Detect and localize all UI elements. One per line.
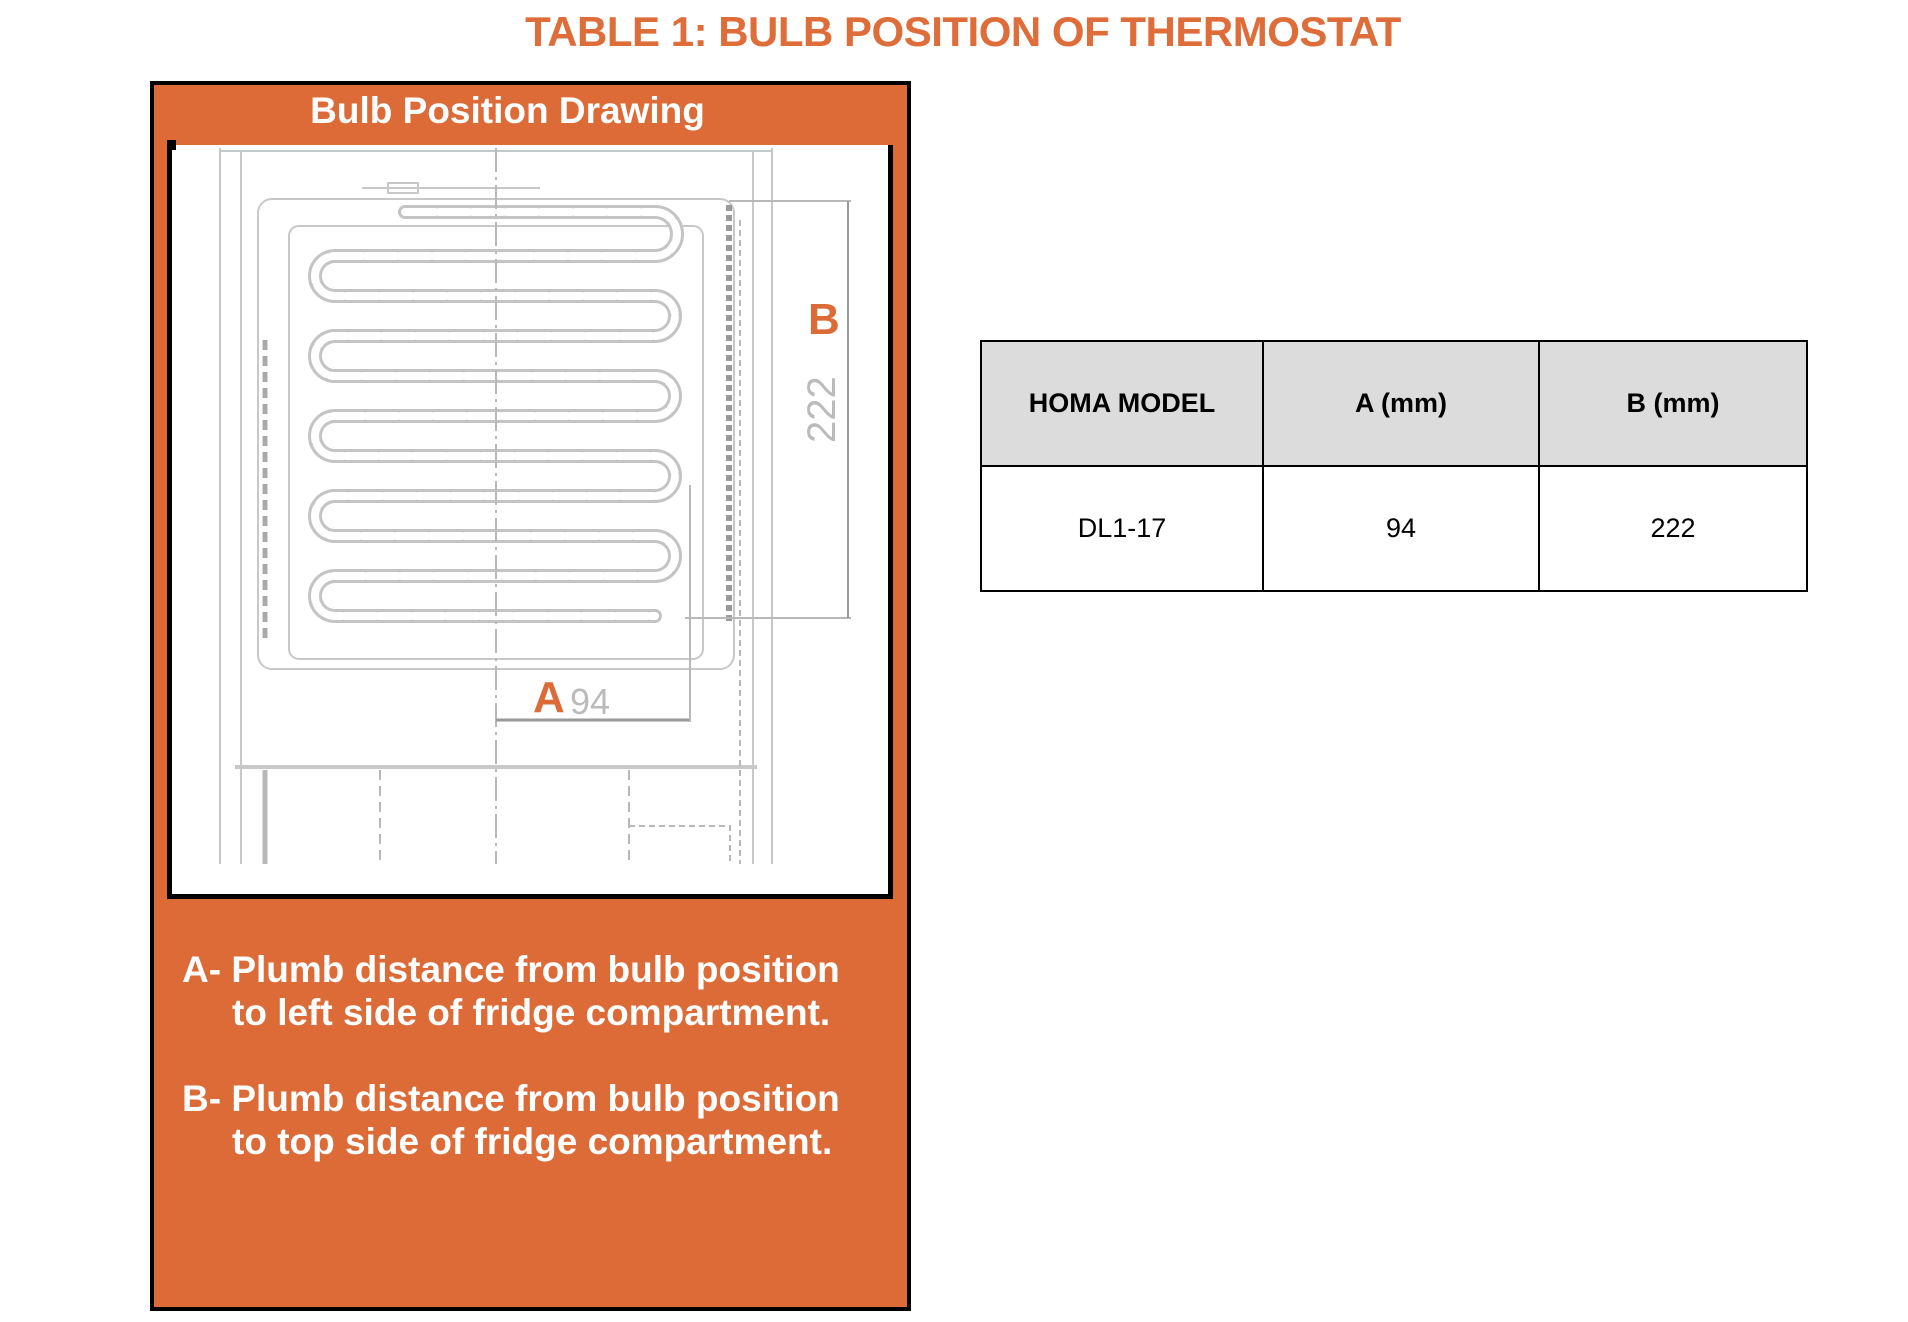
note-b-line2: to top side of fridge compartment. — [232, 1121, 833, 1162]
note-b-prefix: B- — [182, 1078, 222, 1119]
cell-b: 222 — [1538, 465, 1808, 592]
panel-heading: Bulb Position Drawing — [310, 90, 705, 131]
table-header-row: HOMA MODEL A (mm) B (mm) — [980, 340, 1808, 467]
note-a-line2: to left side of fridge compartment. — [232, 992, 831, 1033]
cell-a: 94 — [1262, 465, 1540, 592]
note-a: A- Plumb distance from bulb position to … — [182, 948, 840, 1034]
header-model: HOMA MODEL — [980, 340, 1264, 467]
dimension-b-value: 222 — [800, 376, 844, 443]
header-b: B (mm) — [1538, 340, 1808, 467]
dimension-b-label: B — [808, 295, 840, 344]
table-row: DL1-17 94 222 — [980, 465, 1808, 592]
note-a-prefix: A- — [182, 949, 222, 990]
bulb-position-drawing: A 94 B 222 — [167, 140, 893, 899]
bulb-holder — [387, 182, 419, 194]
dimension-a-label: A — [533, 673, 565, 722]
cell-model: DL1-17 — [980, 465, 1264, 592]
note-a-line1: Plumb distance from bulb position — [231, 949, 840, 990]
bulb-position-panel: Bulb Position Drawing — [150, 81, 911, 1311]
note-b-line1: Plumb distance from bulb position — [231, 1078, 840, 1119]
note-b: B- Plumb distance from bulb position to … — [182, 1077, 840, 1163]
compressor-outline — [629, 825, 731, 864]
bulb-position-table: HOMA MODEL A (mm) B (mm) DL1-17 94 222 — [980, 340, 1808, 592]
dimension-a-value: 94 — [570, 681, 610, 722]
header-a: A (mm) — [1262, 340, 1540, 467]
fridge-technical-drawing: A 94 B 222 — [219, 148, 851, 864]
page-title: TABLE 1: BULB POSITION OF THERMOSTAT — [525, 8, 1401, 55]
